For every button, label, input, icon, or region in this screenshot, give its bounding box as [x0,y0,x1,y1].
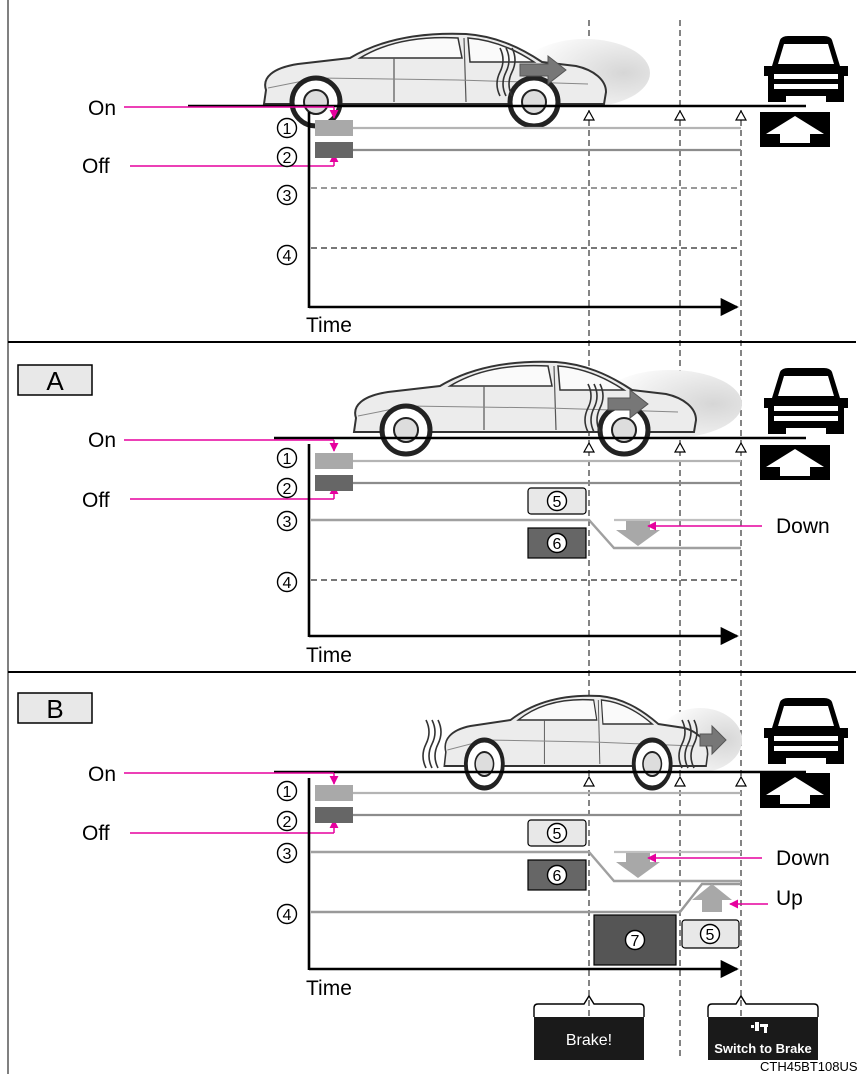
down-label: Down [776,847,830,870]
lane-arrow-icon [760,445,830,480]
section-tag-b-label: B [46,694,63,724]
signal-4-number: 4 [283,575,292,592]
signal-2-number: 2 [283,814,292,831]
time-markers [588,20,742,1060]
panel-a: A On Off Time 5 6 Down 1 [17,362,848,667]
preceding-vehicle-icon [764,698,848,764]
signal-3-number: 3 [283,188,292,205]
time-axis-label: Time [306,314,352,337]
signal-1-number: 1 [283,451,292,468]
lane-arrow-icon [760,773,830,808]
signal-3-number: 3 [283,846,292,863]
foot-to-brake-pedal-icon [751,1022,768,1033]
signal-4-number: 4 [283,907,292,924]
signal-2-number: 2 [283,481,292,498]
up-arrow-icon [692,884,732,912]
forward-arrow-icon [519,54,567,86]
section-tag-a-label: A [46,366,64,396]
time-axis-label: Time [306,977,352,1000]
off-label: Off [82,822,110,845]
time-axis-label: Time [306,644,352,667]
signal-4-number: 4 [283,248,292,265]
forward-arrow-icon [607,388,649,420]
section-tag-b [17,692,93,724]
brake-display: Brake! [533,994,645,1060]
preceding-vehicle-icon [764,36,848,102]
radar-wave-icon [422,719,442,769]
down-arrow-icon [616,521,660,546]
action-7-number: 7 [631,933,640,950]
on-label: On [88,429,116,452]
section-tag-a [17,364,93,396]
vehicle-side-view [444,696,707,788]
action-5b-number: 5 [706,927,715,944]
signal-3-number: 3 [283,514,292,531]
down-arrow-icon [616,853,660,878]
switch-to-brake-display: Switch to Brake [707,994,819,1060]
lane-arrow-icon [760,112,830,147]
off-label: Off [82,489,110,512]
on-label: On [88,97,116,120]
signal-2-number: 2 [283,150,292,167]
action-5-number: 5 [553,826,562,843]
action-6-number: 6 [553,536,562,553]
on-label: On [88,763,116,786]
signal-1-number: 1 [283,784,292,801]
off-label: Off [82,155,110,178]
forward-arrow-icon [699,724,727,756]
panel-b: B On Off Time 5 6 7 [17,692,848,1060]
action-6-number: 6 [553,868,562,885]
down-label: Down [776,515,830,538]
action-5-number: 5 [553,494,562,511]
preceding-vehicle-icon [764,368,848,434]
signal-1-number: 1 [283,121,292,138]
switch-to-brake-text: Switch to Brake [714,1041,812,1056]
figure-code: CTH45BT108US [760,1059,858,1074]
up-label: Up [776,887,803,910]
brake-warning-text: Brake! [566,1032,612,1049]
panel-baseline: On Off Time 1 2 3 4 [82,34,848,337]
